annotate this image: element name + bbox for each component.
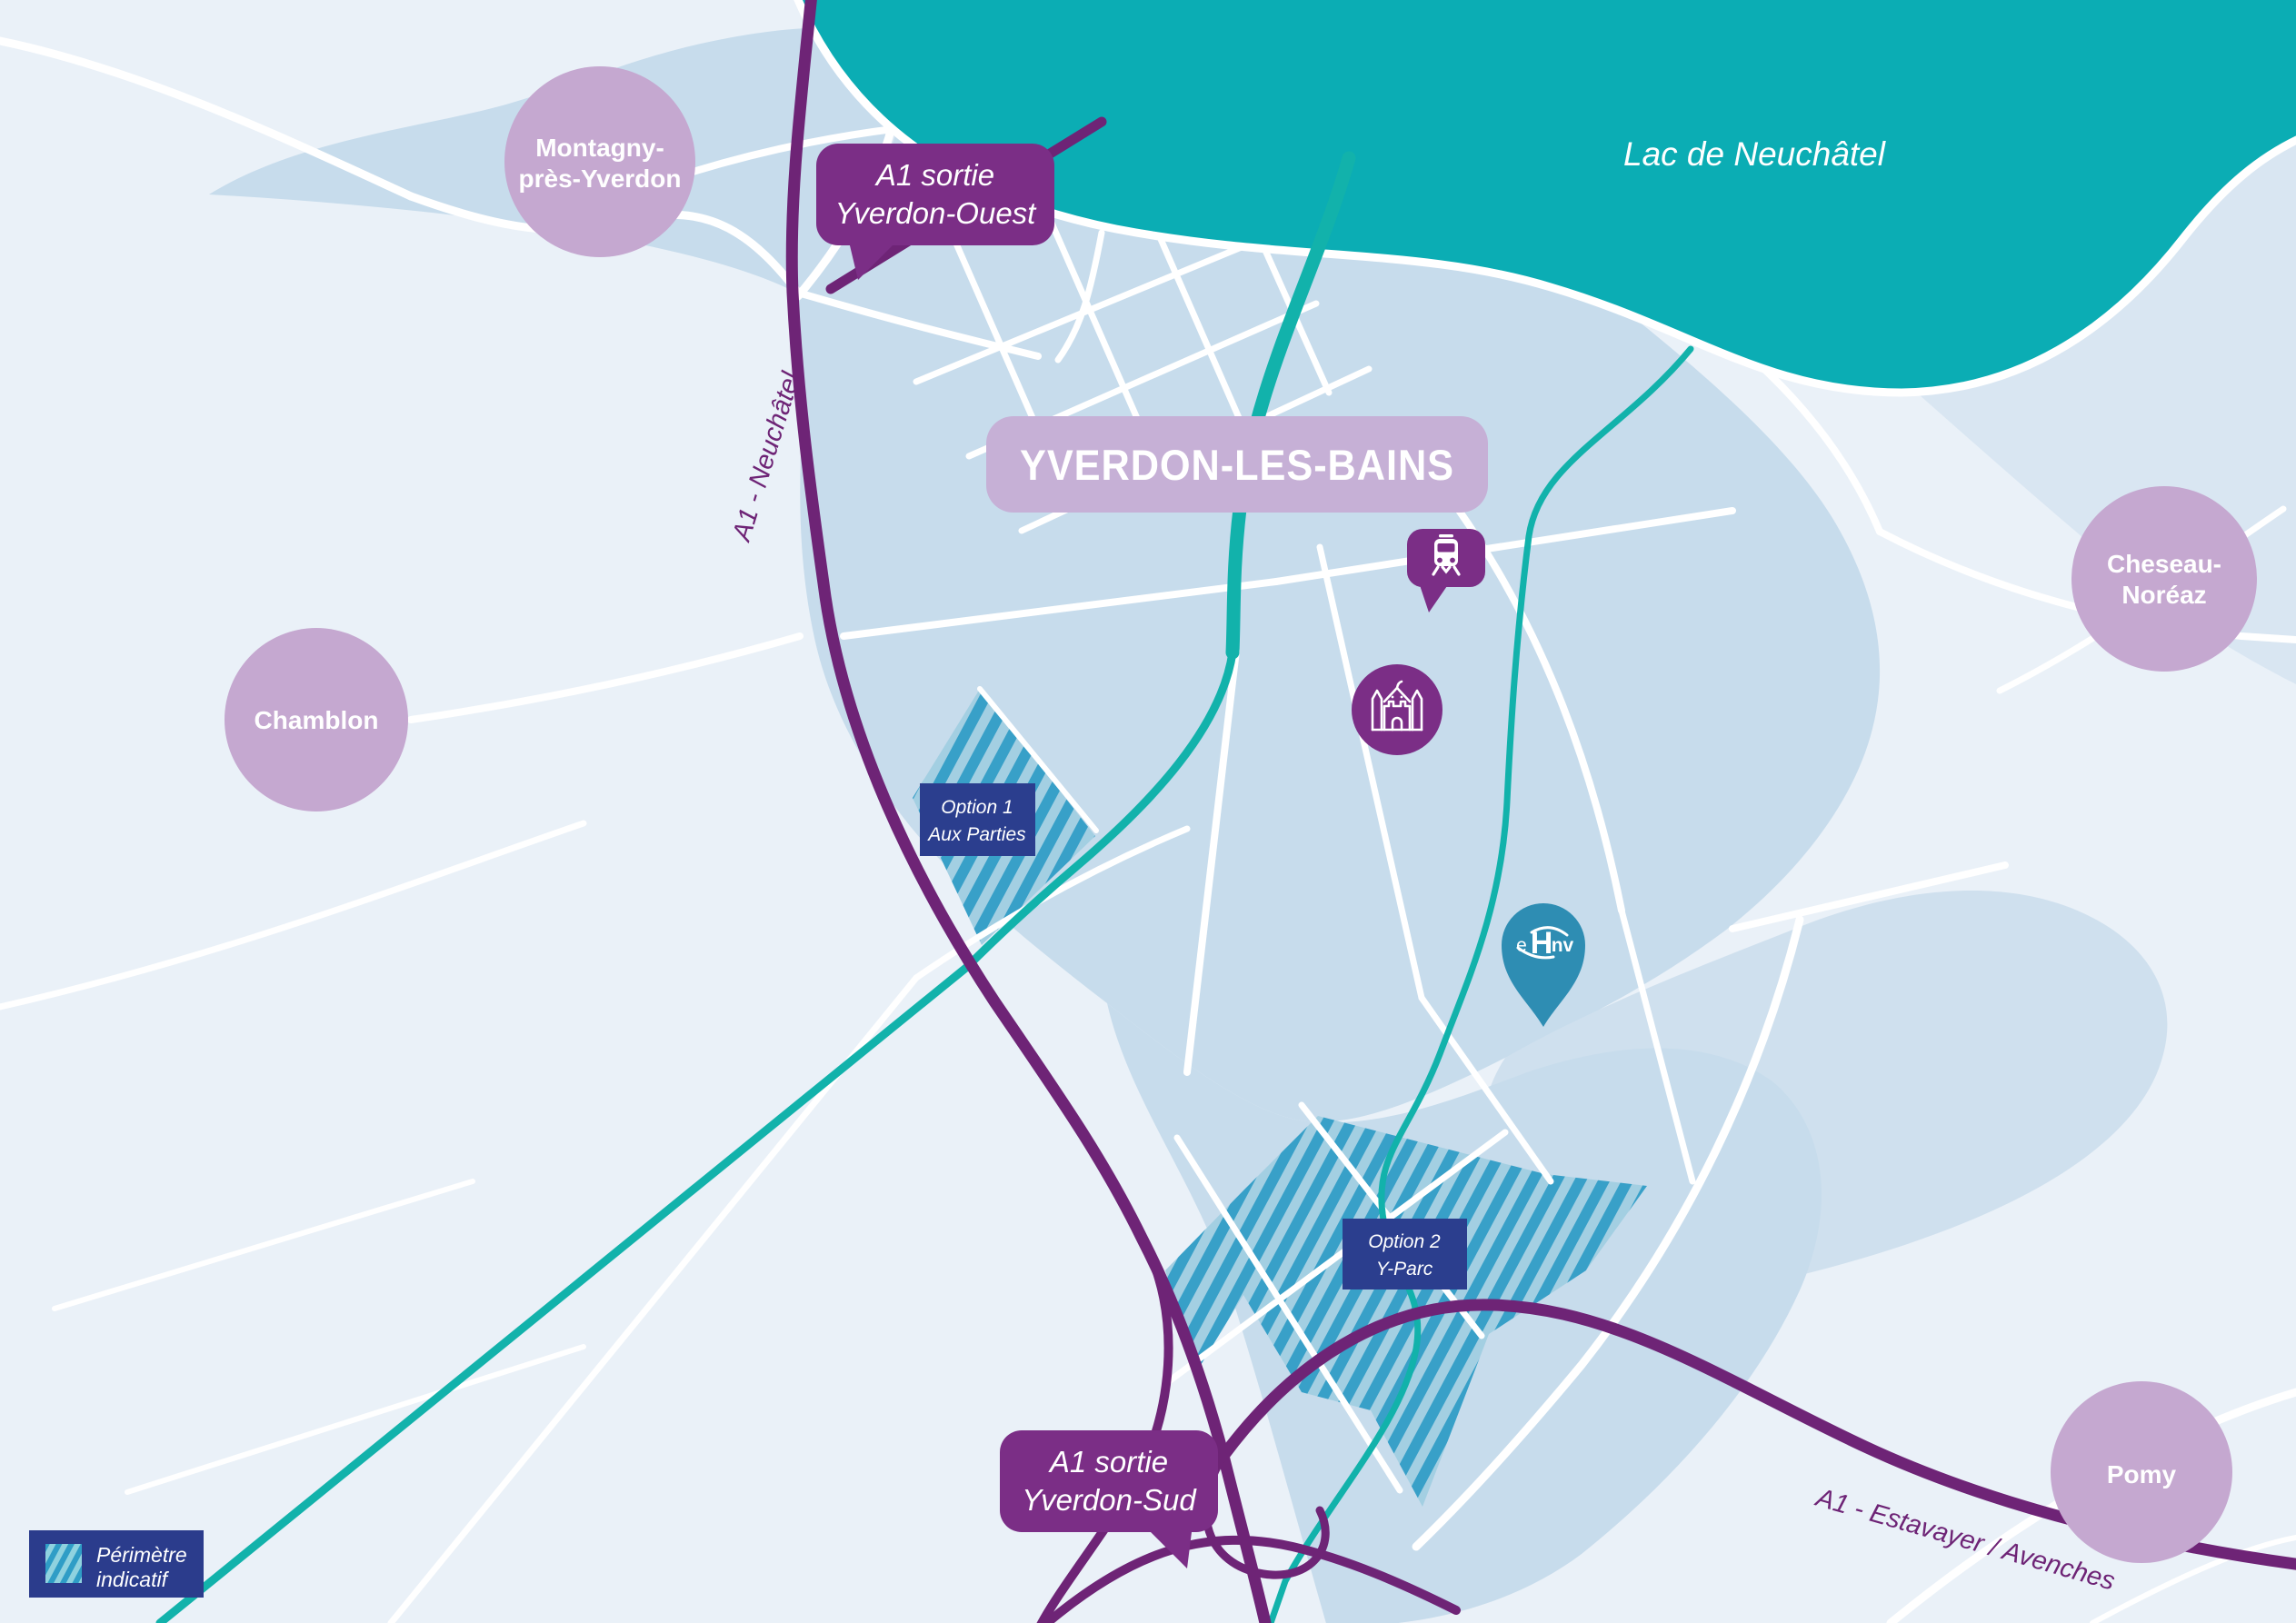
legend: Périmètre indicatif [29,1530,204,1598]
bubble-tail [849,242,896,280]
train-station-marker [1407,529,1485,612]
legend-line2: indicatif [96,1568,170,1591]
exit-label-line2: Yverdon-Sud [1022,1483,1197,1517]
legend-line1: Périmètre [96,1543,187,1567]
city-title-label: YVERDON-LES-BAINS [1020,441,1454,489]
city-title-box [986,416,1488,513]
bubble-box [816,144,1054,245]
exit-label-line1: A1 sortie [874,158,994,192]
exit-bubble-yverdon-sud: A1 sortie Yverdon-Sud [1000,1430,1218,1568]
town-cheseau-noreaz: Cheseau- Noréaz [2071,486,2257,672]
ehnv-hospital-marker: e H nv [1502,903,1585,1027]
legend-hatch-swatch [45,1544,82,1583]
option2-label: Option 2 Y-Parc [1343,1219,1467,1289]
option-label-box [920,783,1035,856]
castle-circle [1352,664,1442,755]
town-name-line2: Noréaz [2121,581,2206,609]
option-label-box [1343,1219,1467,1289]
town-name-line1: Montagny- [535,134,664,162]
bubble-tail [1418,580,1449,612]
exit-bubble-yverdon-ouest: A1 sortie Yverdon-Ouest [816,144,1054,280]
option-label-line1: Option 2 [1368,1231,1441,1252]
town-montagny: Montagny- près-Yverdon [504,66,695,257]
lake-label: Lac de Neuchâtel [1623,135,1887,173]
town-circle [225,628,408,812]
exit-label-line1: A1 sortie [1048,1445,1168,1479]
town-circle [2071,486,2257,672]
town-circle [2051,1381,2232,1563]
option1-label: Option 1 Aux Parties [920,783,1035,856]
town-name-line2: près-Yverdon [519,164,682,193]
city-title: YVERDON-LES-BAINS [986,416,1488,513]
train-station-icon [1432,534,1461,576]
bubble-box [1000,1430,1218,1532]
option-label-line2: Y-Parc [1376,1259,1433,1279]
castle-marker [1352,664,1442,755]
ehnv-logo: e H nv [1516,926,1573,961]
exit-label-line2: Yverdon-Ouest [835,196,1038,230]
town-name-line1: Pomy [2107,1460,2177,1489]
town-circle [504,66,695,257]
ehnv-logo-h: H [1531,926,1553,961]
option-label-line1: Option 1 [941,797,1013,818]
town-chamblon: Chamblon [225,628,408,812]
option-label-line2: Aux Parties [926,824,1026,845]
bubble-tail [1143,1525,1193,1568]
ehnv-logo-e: e [1516,935,1527,956]
town-pomy: Pomy [2051,1381,2232,1563]
ehnv-logo-nv: nv [1552,935,1574,956]
town-name-line1: Cheseau- [2107,550,2221,578]
town-name-line1: Chamblon [255,706,379,734]
castle-icon [1371,680,1423,732]
